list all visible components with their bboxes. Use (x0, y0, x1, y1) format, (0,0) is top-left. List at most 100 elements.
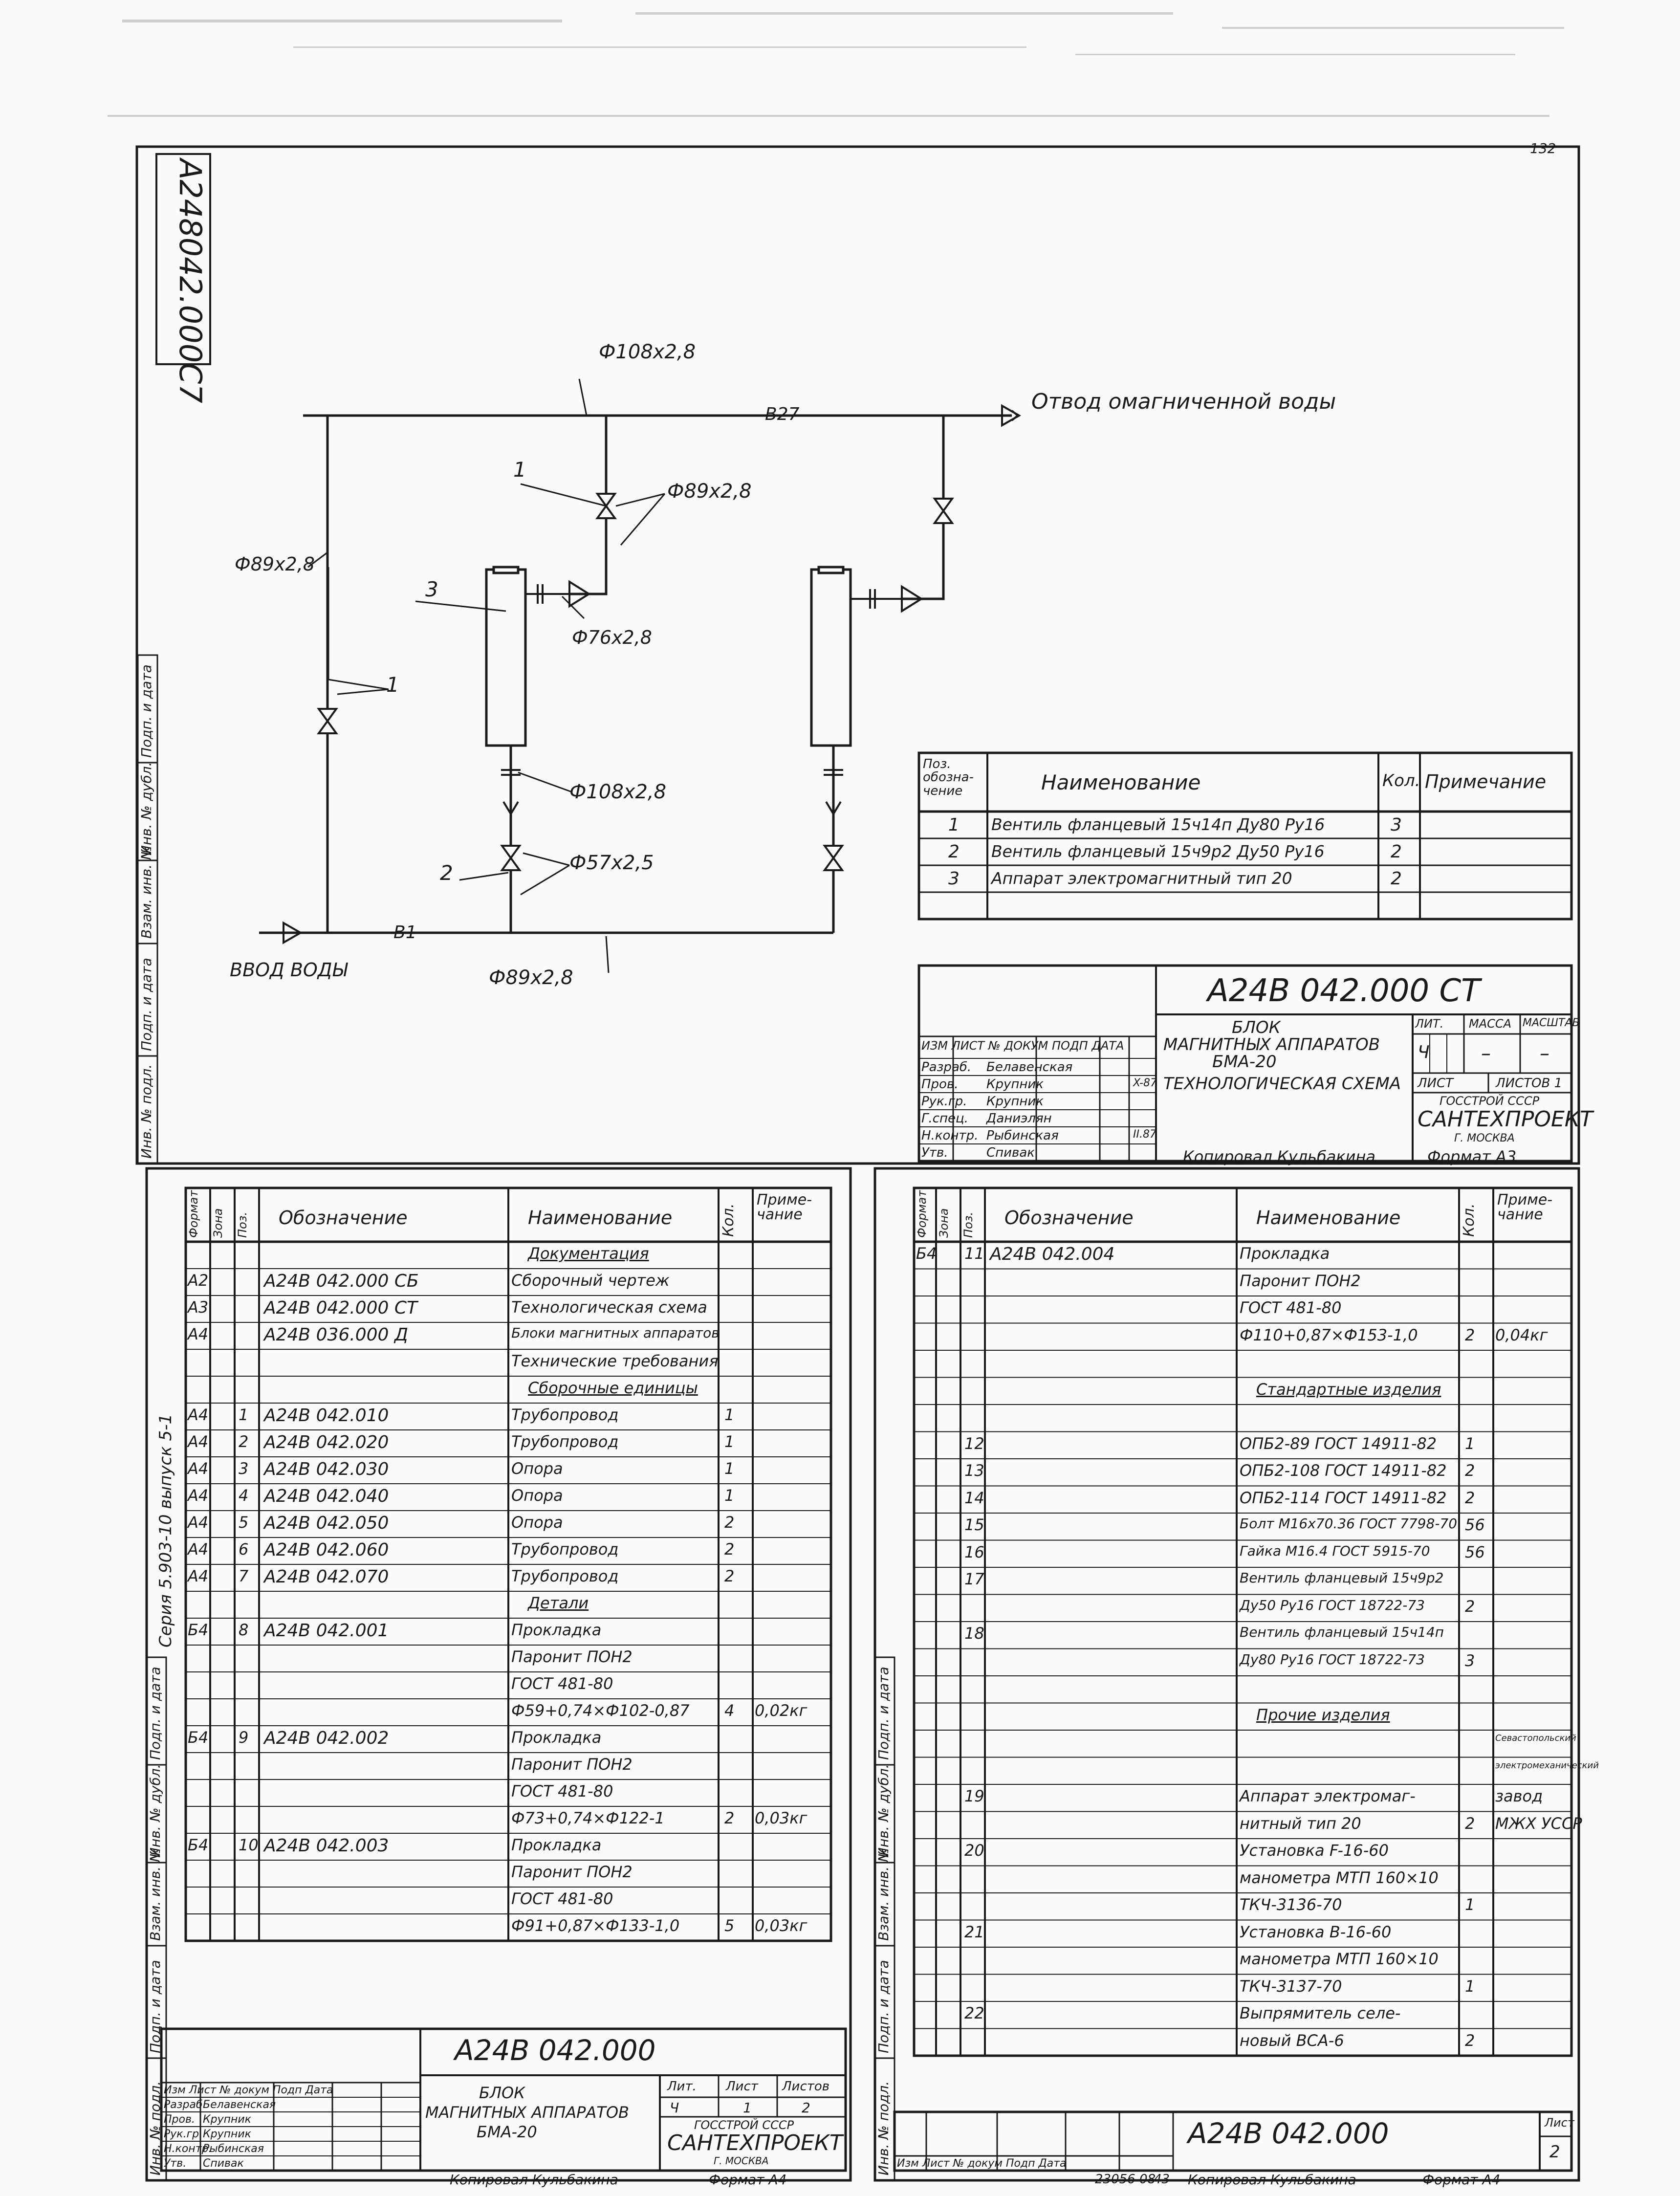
legend-header: Поз. обозна- чение (923, 757, 974, 798)
spec-name: Прокладка (1240, 1244, 1330, 1263)
spec-name: ОПБ2-114 ГОСТ 14911-82 (1240, 1488, 1447, 1507)
spec-name: Опора (511, 1459, 563, 1478)
spec-name: ГОСТ 481-80 (511, 1889, 613, 1908)
label-pipe-76: Ф76х2,8 (572, 627, 652, 648)
spec-format: А4 (188, 1459, 209, 1478)
copy-right: Копировал Кульбакина (1188, 2172, 1356, 2188)
spec-pos: 13 (964, 1461, 984, 1480)
legend-name: Вентиль фланцевый 15ч9р2 Ду50 Ру16 (991, 842, 1325, 861)
margin-label-top: Подп. и дата (138, 664, 154, 758)
spec-format: А3 (188, 1298, 209, 1317)
spec-header: Кол. (1461, 1203, 1478, 1237)
title-left-role: Рук.гр. (164, 2128, 203, 2140)
spec-name: Сборочный чертеж (511, 1271, 670, 1290)
spec-name: Гайка М16.4 ГОСТ 5915-70 (1240, 1542, 1430, 1559)
margin-label-top: Взам. инв. № (138, 845, 154, 939)
valve-right-bottom (823, 845, 844, 871)
spec-designation: А24В 042.002 (264, 1728, 389, 1748)
spec-name: Опора (511, 1513, 563, 1532)
spec-qty: 4 (724, 1701, 735, 1720)
grid-box (917, 964, 1573, 1163)
title-top-role: Г.спец. (921, 1111, 969, 1126)
spec-note: 0,03кг (755, 1916, 807, 1935)
label-pipe-top: Ф108х2,8 (599, 341, 696, 363)
spec-designation: А24В 036.000 Д (264, 1325, 409, 1345)
title-top-doc: А24В 042.000 СТ (1207, 973, 1481, 1009)
spec-designation: А24В 042.000 СБ (264, 1271, 419, 1291)
title-top-mass: МАССА (1469, 1017, 1512, 1031)
title-left-name1: БЛОК (479, 2084, 525, 2102)
spec-name: ГОСТ 481-80 (1240, 1298, 1342, 1317)
title-top-name: Рыбинская (986, 1128, 1059, 1143)
title-right-hdr: Изм Лист № докум Подп Дата (897, 2157, 1067, 2170)
spec-pos: 20 (964, 1841, 984, 1860)
spec-name: ОПБ2-108 ГОСТ 14911-82 (1240, 1461, 1447, 1480)
spec-name: нитный тип 20 (1240, 1814, 1361, 1833)
spec-name: ТКЧ-3137-70 (1240, 1976, 1342, 1996)
spec-header: Обозначение (1004, 1207, 1134, 1229)
title-top-name: Даниэлян (986, 1111, 1052, 1126)
spec-header: Приме- чание (1497, 1191, 1553, 1223)
title-top-sheet: ЛИСТ (1418, 1076, 1454, 1091)
legend-header: Кол. (1382, 771, 1420, 791)
legend-pos: 2 (948, 842, 960, 862)
spec-name: Трубопровод (511, 1540, 619, 1559)
spec-name: Детали (528, 1594, 589, 1612)
spec-format: А4 (188, 1513, 209, 1532)
title-left-role: Разраб. (164, 2099, 206, 2111)
margin-label-right: Инв. № подл. (875, 2081, 892, 2175)
spec-qty: 1 (724, 1486, 735, 1505)
spec-note: электромеханический (1495, 1760, 1599, 1771)
spec-name: Технические требования (511, 1352, 719, 1370)
spec-qty: 2 (1465, 1597, 1475, 1616)
title-top-name: Крупник (986, 1094, 1044, 1109)
title-top-name: Белавенская (986, 1060, 1073, 1075)
spec-qty: 2 (1465, 1325, 1475, 1344)
spec-format: Б4 (916, 1244, 937, 1263)
spec-name: Выпрямитель селе- (1240, 2004, 1401, 2022)
spec-designation: А24В 042.010 (264, 1405, 389, 1426)
spec-name: ГОСТ 481-80 (511, 1782, 613, 1801)
title-left-role: Пров. (164, 2113, 195, 2126)
title-top-name3: БМА-20 (1212, 1052, 1277, 1072)
label-outlet: Отвод омагниченной воды (1031, 389, 1336, 414)
spec-qty: 1 (724, 1432, 735, 1451)
format-left: Формат А4 (709, 2172, 787, 2188)
title-left-name: Рыбинская (203, 2143, 264, 2155)
spec-format: Б4 (188, 1728, 209, 1747)
valve-pos1-bypass (317, 708, 338, 734)
margin-label-left: Инв. № дубл. (147, 1764, 163, 1858)
title-left-sheets: Листов (782, 2079, 830, 2094)
title-top-name4: ТЕХНОЛОГИЧЕСКАЯ СХЕМА (1163, 1074, 1401, 1094)
grid-box (893, 2110, 1573, 2172)
title-top-name2: МАГНИТНЫХ АППАРАТОВ (1163, 1035, 1380, 1054)
title-left-name: Крупник (203, 2128, 251, 2140)
spec-name: Аппарат электромаг- (1240, 1787, 1416, 1805)
spec-qty: 2 (724, 1513, 735, 1532)
spec-note: 0,04кг (1495, 1325, 1548, 1344)
title-top-name: Спивак (986, 1145, 1035, 1160)
spec-header: Формат (915, 1190, 929, 1238)
margin-label-left: Инв. № подл. (147, 2081, 163, 2175)
spec-pos: 3 (239, 1459, 249, 1478)
title-left-org1: ГОССТРОЙ СССР (694, 2118, 794, 2132)
title-top-dash1: – (1481, 1042, 1491, 1065)
spec-format: А4 (188, 1540, 209, 1559)
spec-name: манометра МТП 160×10 (1240, 1868, 1439, 1887)
spec-name: Прокладка (511, 1728, 602, 1747)
title-top-role: Рук.гр. (921, 1094, 967, 1109)
title-top-name: Крупник (986, 1077, 1044, 1092)
title-left-name: Белавенская (203, 2099, 276, 2111)
spec-pos: 4 (239, 1486, 249, 1505)
spec-name: Ф110+0,87×Ф153-1,0 (1240, 1325, 1418, 1344)
spec-qty: 2 (724, 1540, 735, 1559)
spec-designation: А24В 042.060 (264, 1540, 389, 1560)
spec-header: Наименование (528, 1207, 673, 1229)
title-right-sheet-val: 2 (1549, 2142, 1560, 2162)
spec-designation: А24В 042.020 (264, 1432, 389, 1452)
title-left-hdr: Изм Лист № докум Подп Дата (164, 2084, 333, 2096)
margin-label-left: Подп. и дата (147, 1667, 163, 1760)
spec-qty: 1 (724, 1459, 735, 1478)
spec-designation: А24В 042.003 (264, 1836, 389, 1856)
title-top-org3: Г. МОСКВА (1454, 1132, 1515, 1144)
